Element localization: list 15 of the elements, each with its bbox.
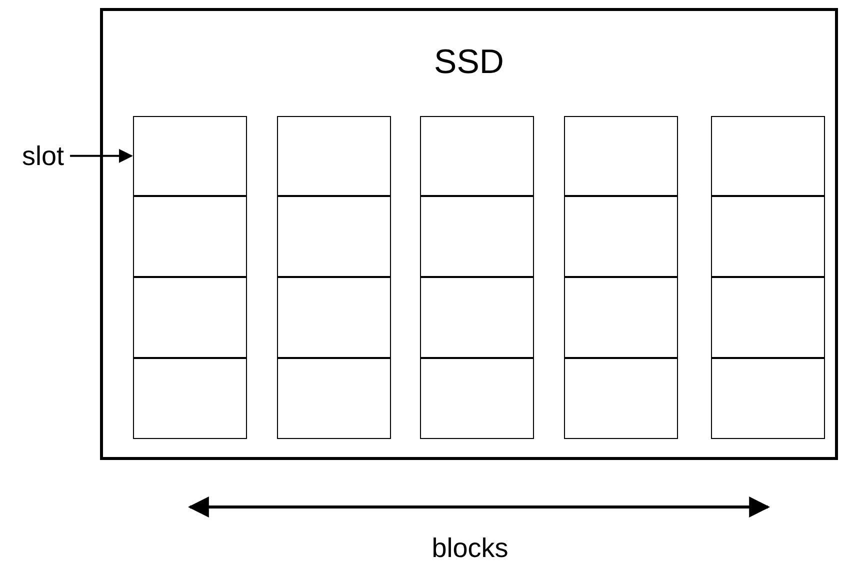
memory-slot bbox=[710, 196, 824, 277]
memory-slot bbox=[420, 277, 534, 358]
dimension-label: blocks bbox=[432, 535, 508, 562]
memory-slot bbox=[710, 277, 824, 358]
ssd-enclosure bbox=[100, 8, 838, 460]
enclosure-heading: SSD bbox=[434, 45, 504, 79]
memory-slot bbox=[276, 196, 390, 277]
memory-slot bbox=[564, 277, 678, 358]
memory-slot bbox=[420, 196, 534, 277]
memory-slot bbox=[132, 196, 246, 277]
memory-slot bbox=[276, 277, 390, 358]
memory-slot bbox=[132, 277, 246, 358]
callout-label: slot bbox=[22, 143, 64, 170]
memory-slot bbox=[564, 196, 678, 277]
leader-line bbox=[70, 148, 133, 163]
